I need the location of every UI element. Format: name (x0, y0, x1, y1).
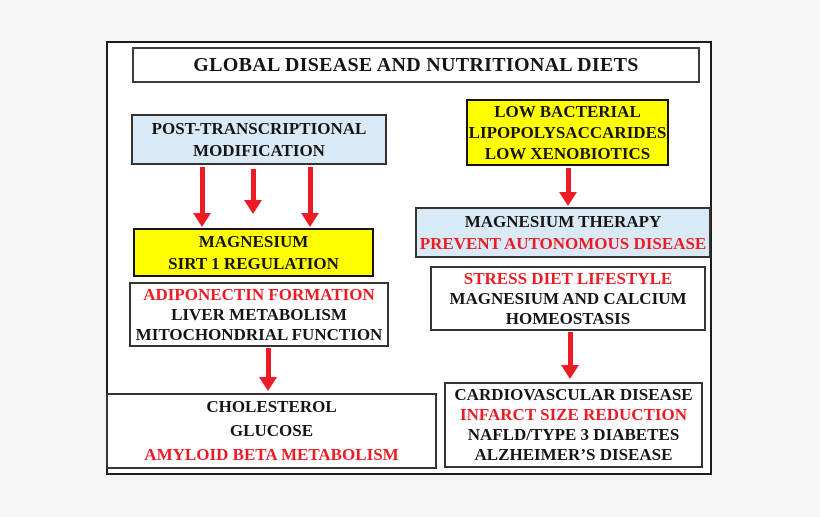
page-title: GLOBAL DISEASE AND NUTRITIONAL DIETS (193, 54, 639, 76)
down-arrow (244, 169, 262, 214)
box-text-line: GLUCOSE (229, 421, 314, 440)
box-text-line: PREVENT AUTONOMOUS DISEASE (419, 233, 707, 253)
arrow-shaft (199, 167, 205, 215)
down-arrow (301, 167, 319, 227)
box-text-line: POST-TRANSCRIPTIONAL (151, 118, 367, 138)
box-text-line: SIRT 1 REGULATION (168, 253, 339, 273)
arrow-head (559, 192, 577, 206)
arrow-shaft (565, 168, 571, 194)
arrow-head (561, 365, 579, 379)
box-text-line: MAGNESIUM THERAPY (464, 211, 662, 231)
box-text-line: ADIPONECTIN FORMATION (143, 284, 375, 304)
box-text-line: LIVER METABOLISM (171, 304, 347, 324)
box-text-line: MITOCHONDRIAL FUNCTION (135, 324, 383, 344)
box-text-line: LOW BACTERIAL (494, 102, 641, 121)
box-text-line: LOW XENOBIOTICS (484, 144, 651, 163)
box-adiponectin-formation: ADIPONECTIN FORMATION LIVER METABOLISM M… (129, 282, 389, 347)
arrow-head (193, 213, 211, 227)
arrow-shaft (307, 167, 313, 215)
box-magnesium-sirt1-regulation: MAGNESIUM SIRT 1 REGULATION (133, 228, 374, 277)
down-arrow (193, 167, 211, 227)
box-text-line: CARDIOVASCULAR DISEASE (454, 385, 693, 404)
down-arrow (561, 332, 579, 379)
box-text-line: INFARCT SIZE REDUCTION (459, 405, 688, 424)
down-arrow (559, 168, 577, 206)
box-text-line: MAGNESIUM (198, 231, 309, 251)
arrow-head (259, 377, 277, 391)
arrow-shaft (567, 332, 573, 367)
arrow-shaft (250, 169, 256, 202)
box-post-transcriptional-modification: POST-TRANSCRIPTIONAL MODIFICATION (131, 114, 387, 165)
title-box: GLOBAL DISEASE AND NUTRITIONAL DIETS (132, 47, 700, 83)
box-text-line: MAGNESIUM AND CALCIUM (449, 288, 687, 308)
box-cholesterol-glucose-amyloid: CHOLESTEROL GLUCOSE AMYLOID BETA METABOL… (106, 393, 437, 469)
arrow-shaft (265, 348, 271, 379)
arrow-head (244, 200, 262, 214)
box-stress-diet-lifestyle: STRESS DIET LIFESTYLE MAGNESIUM AND CALC… (430, 266, 706, 331)
box-text-line: LIPOPOLYSACCARIDES (468, 123, 667, 142)
box-text-line: NAFLD/TYPE 3 DIABETES (467, 425, 680, 444)
box-cardiovascular-disease: CARDIOVASCULAR DISEASE INFARCT SIZE REDU… (444, 382, 703, 468)
arrow-head (301, 213, 319, 227)
box-low-bacterial-lipopolysaccarides: LOW BACTERIAL LIPOPOLYSACCARIDES LOW XEN… (466, 99, 669, 166)
box-text-line: CHOLESTEROL (206, 397, 337, 416)
box-text-line: HOMEOSTASIS (505, 308, 631, 328)
down-arrow (259, 348, 277, 391)
box-text-line: STRESS DIET LIFESTYLE (463, 268, 673, 288)
box-text-line: ALZHEIMER’S DISEASE (474, 445, 673, 464)
box-text-line: MODIFICATION (193, 140, 325, 160)
box-magnesium-therapy: MAGNESIUM THERAPY PREVENT AUTONOMOUS DIS… (415, 207, 711, 258)
box-text-line: AMYLOID BETA METABOLISM (144, 445, 399, 464)
